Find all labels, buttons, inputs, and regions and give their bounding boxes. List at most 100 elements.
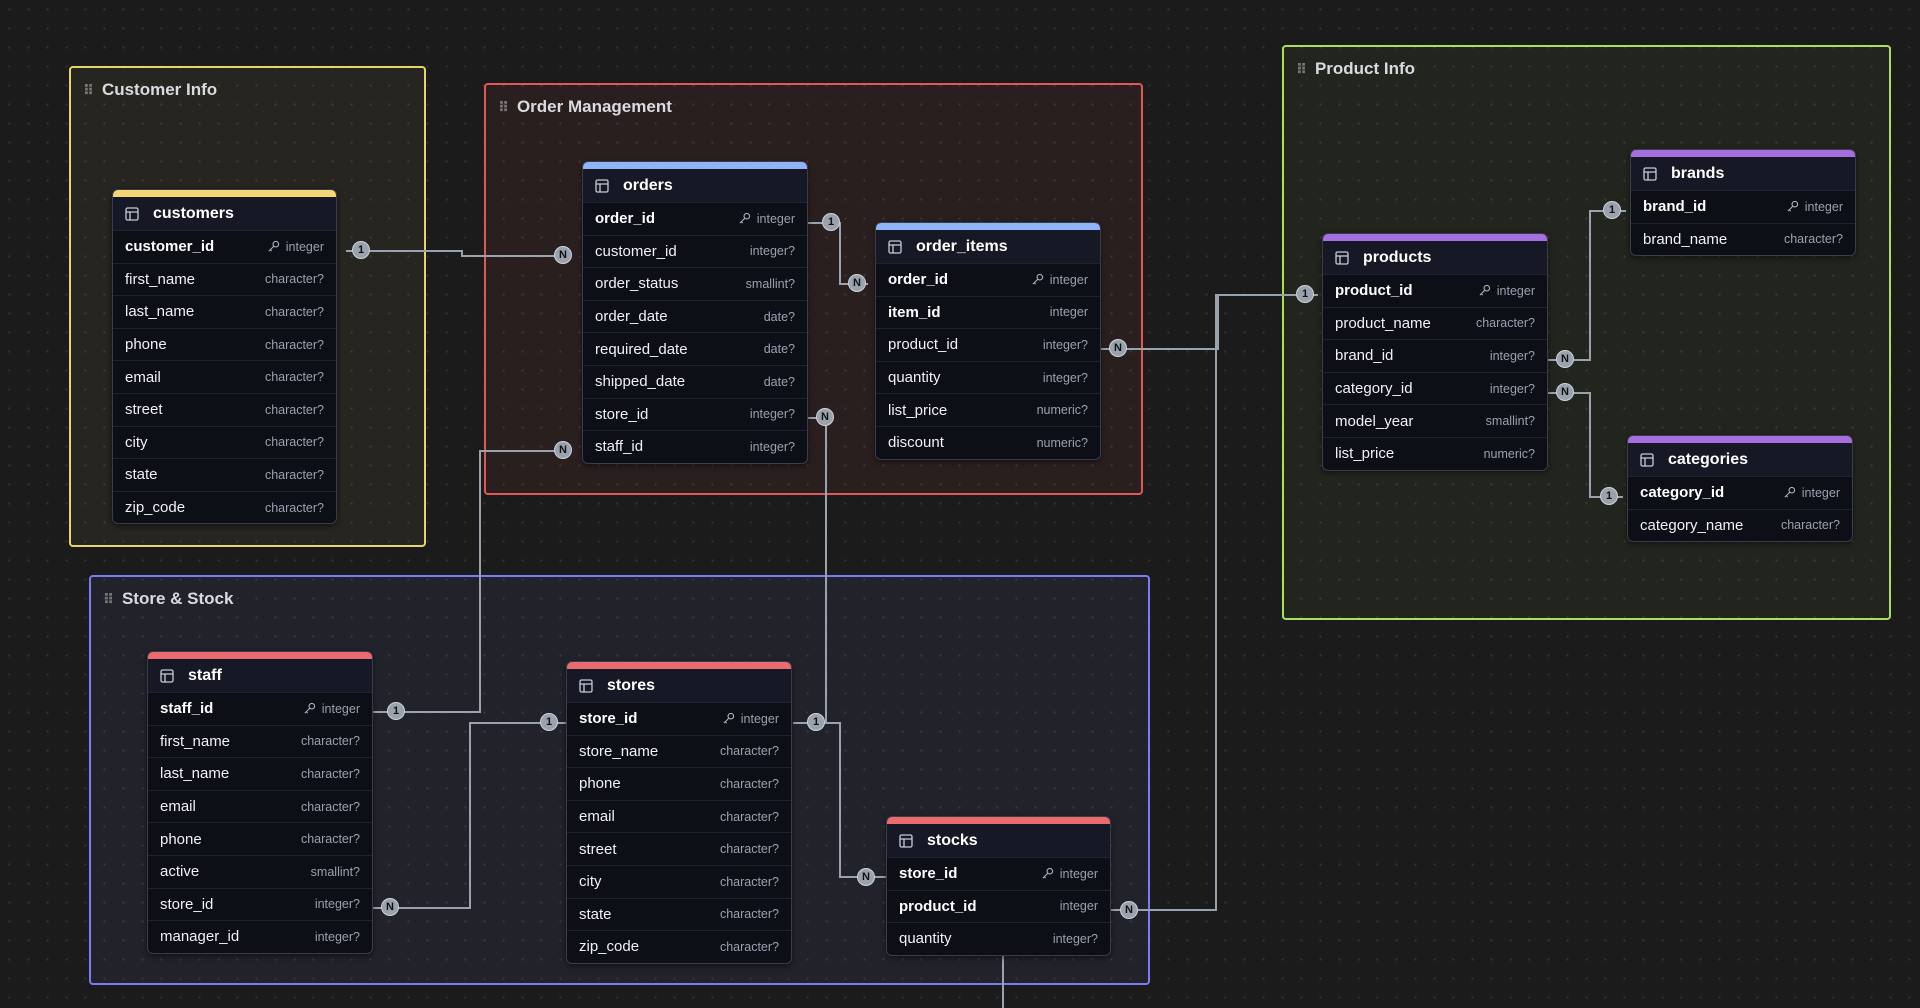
cardinality-badge[interactable]: 1 — [822, 213, 840, 231]
drag-handle-icon[interactable]: ⠿ — [103, 591, 114, 607]
cardinality-badge[interactable]: N — [857, 868, 875, 886]
table-header[interactable]: stocks — [887, 817, 1110, 857]
column-type: integer? — [1042, 337, 1088, 352]
cardinality-badge[interactable]: N — [554, 441, 572, 459]
cardinality-badge[interactable]: N — [1109, 339, 1127, 357]
drag-handle-icon[interactable]: ⠿ — [83, 82, 94, 98]
cardinality-badge[interactable]: 1 — [1600, 487, 1618, 505]
cardinality-badge[interactable]: 1 — [1296, 285, 1314, 303]
key-icon — [723, 713, 734, 724]
table-header[interactable]: stores — [567, 662, 791, 702]
cardinality-badge[interactable]: N — [1556, 383, 1574, 401]
cardinality-badge[interactable]: N — [816, 408, 834, 426]
column-name: active — [160, 863, 200, 881]
table-header[interactable]: customers — [113, 190, 336, 230]
cardinality-badge[interactable]: 1 — [807, 713, 825, 731]
cardinality-badge[interactable]: N — [381, 898, 399, 916]
column-type: date? — [763, 342, 795, 357]
table-header[interactable]: staff — [148, 652, 372, 692]
cardinality-badge[interactable]: 1 — [352, 241, 370, 259]
table-header[interactable]: orders — [583, 162, 807, 202]
column-name: state — [125, 466, 158, 484]
table-header[interactable]: products — [1323, 234, 1547, 274]
cardinality-badge[interactable]: N — [848, 274, 866, 292]
column-name: email — [160, 798, 196, 816]
table-header[interactable]: order_items — [876, 223, 1100, 263]
drag-handle-icon[interactable]: ⠿ — [498, 99, 509, 115]
table-header[interactable]: categories — [1628, 436, 1852, 476]
table-header[interactable]: brands — [1631, 150, 1855, 190]
cardinality-badge[interactable]: N — [1120, 901, 1138, 919]
cardinality-badge[interactable]: 1 — [387, 702, 405, 720]
column-name: brand_id — [1335, 347, 1394, 365]
column-type: integer? — [1489, 381, 1535, 396]
cardinality-badge[interactable]: 1 — [540, 713, 558, 731]
drag-handle-icon[interactable]: ⠿ — [1296, 61, 1307, 77]
cardinality-badge[interactable]: N — [554, 246, 572, 264]
cardinality-badge[interactable]: 1 — [1603, 201, 1621, 219]
cardinality-badge[interactable]: N — [1556, 350, 1574, 368]
